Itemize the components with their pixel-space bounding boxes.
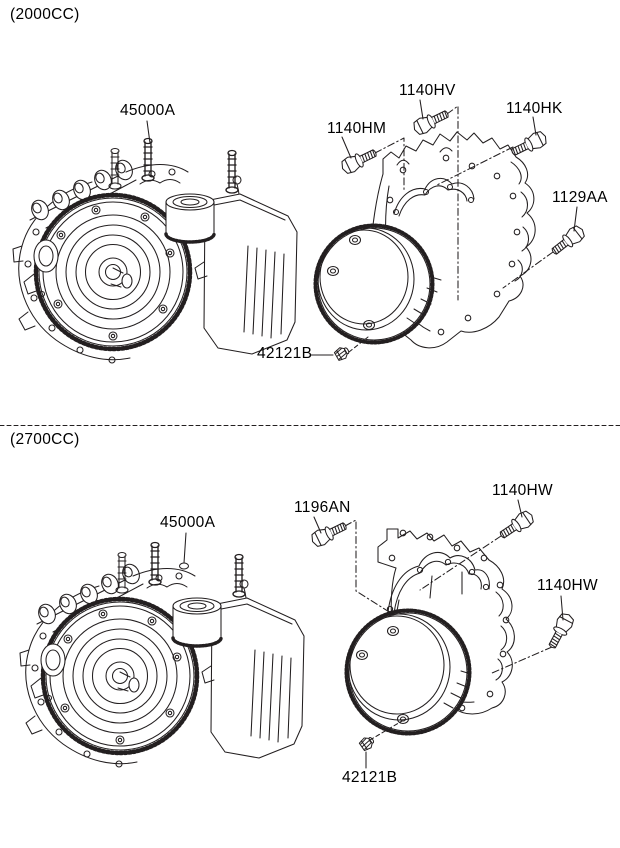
plug-icon-42121b-top xyxy=(333,344,352,363)
plug-icon-42121b-bottom xyxy=(357,733,377,753)
transaxle-assembly-illustration-bottom xyxy=(20,532,304,767)
part-label-45000a-top: 45000A xyxy=(120,102,176,119)
section-title-2000cc: (2000CC) xyxy=(10,6,80,23)
part-label-1140hw-1: 1140HW xyxy=(492,482,553,499)
torque-converter-bottom xyxy=(344,608,472,736)
converter-housing-illustration-bottom xyxy=(308,499,577,769)
leader-1140hm xyxy=(341,136,352,159)
part-label-1140hv: 1140HV xyxy=(399,82,456,99)
part-label-1140hk: 1140HK xyxy=(506,100,563,117)
leader-45000a-bottom xyxy=(183,532,187,564)
leader-1140hw-1 xyxy=(517,499,523,518)
section-title-2700cc: (2700CC) xyxy=(10,431,80,448)
projection-lines-top xyxy=(374,105,554,301)
torque-converter-top xyxy=(313,223,442,345)
leader-1129aa xyxy=(573,206,578,232)
bolt-icon-1140hk xyxy=(508,128,550,161)
part-label-1129aa: 1129AA xyxy=(552,189,608,206)
part-label-1140hm: 1140HM xyxy=(327,120,387,137)
bolt-icon-1140hw-2 xyxy=(544,610,577,652)
converter-housing-illustration-top xyxy=(310,99,588,363)
leader-45000a-top xyxy=(146,120,151,144)
leader-1140hw-2 xyxy=(560,595,564,621)
bolt-icon-1140hm xyxy=(338,144,380,177)
leader-1140hk xyxy=(532,116,537,136)
part-label-42121b-bottom: 42121B xyxy=(342,769,398,786)
housing-bolt-holes-top xyxy=(382,154,521,336)
bolt-icon-1196an xyxy=(308,517,350,550)
transaxle-assembly-illustration-top xyxy=(13,120,297,363)
leader-1140hv xyxy=(419,99,424,120)
part-label-1196an: 1196AN xyxy=(294,499,351,516)
leader-1196an xyxy=(313,516,322,534)
part-label-45000a-bottom: 45000A xyxy=(160,514,216,531)
projection-lines-bottom xyxy=(344,519,553,674)
bolt-icon-1129aa xyxy=(547,222,588,259)
bolt-icon-1140hw-1 xyxy=(496,507,537,543)
part-label-42121b-top: 42121B xyxy=(257,345,313,362)
part-label-1140hw-2: 1140HW xyxy=(537,577,598,594)
bolt-icon-1140hv xyxy=(410,105,452,138)
